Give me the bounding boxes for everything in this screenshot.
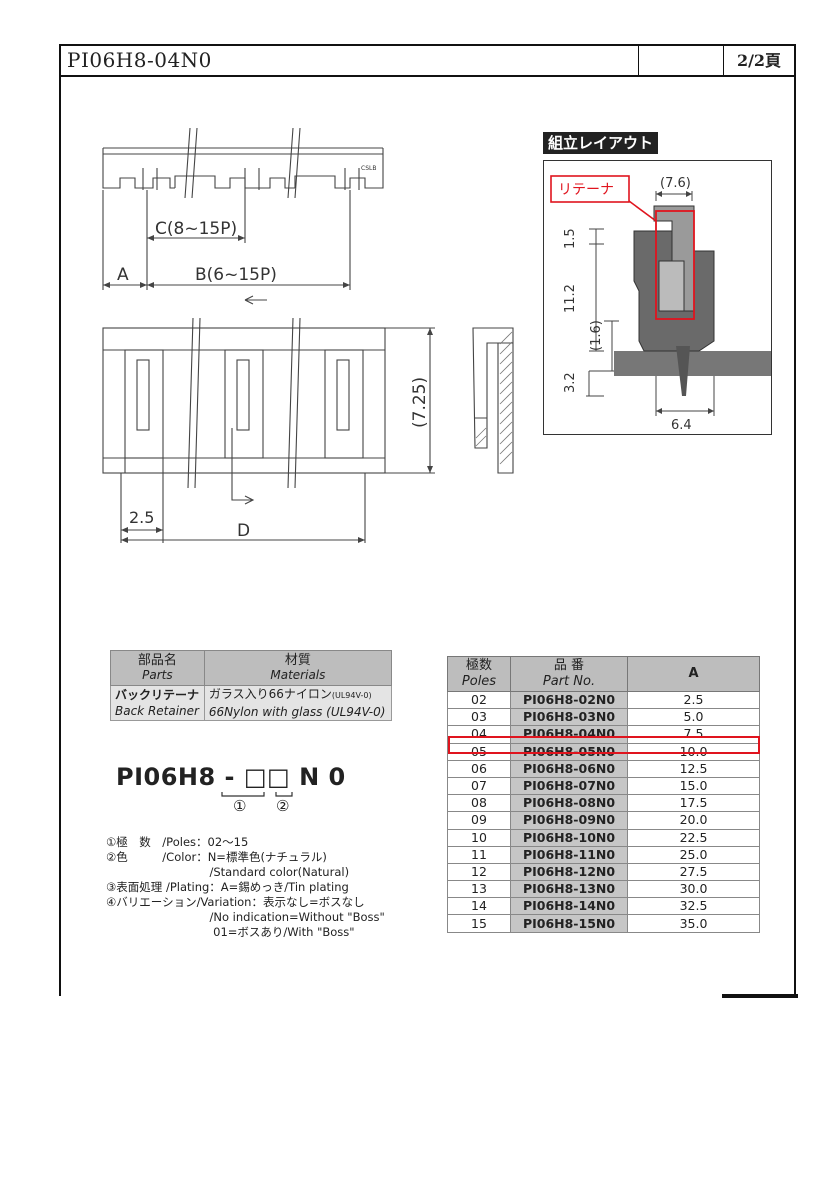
table-cell: PI06H8-15N0 bbox=[510, 914, 628, 933]
table-cell: 13 bbox=[447, 880, 511, 899]
dim-pitch-label: 2.5 bbox=[129, 508, 154, 527]
revision-cell bbox=[638, 46, 723, 75]
part-number-code: PI06H8 - □□ N 0 bbox=[116, 763, 346, 791]
marker-2: ② bbox=[276, 797, 290, 815]
note-line: /Standard color(Natural) bbox=[106, 865, 350, 879]
assembly-layout-box: リテーナ (7.6) 1.5 11.2 (1.6) 3.2 6.4 bbox=[543, 160, 772, 435]
table-cell: PI06H8-14N0 bbox=[510, 897, 628, 916]
note-line: 01=ボスあり/With "Boss" bbox=[106, 925, 355, 939]
assembly-title: 組立レイアウト bbox=[543, 132, 659, 154]
table-cell: 27.5 bbox=[627, 862, 760, 882]
dim-b-label: B(6~15P) bbox=[195, 265, 277, 285]
a-header: A bbox=[627, 656, 760, 692]
table-cell: 17.5 bbox=[627, 794, 760, 813]
dim-a-label: A bbox=[117, 265, 129, 285]
note-line: ①極 数 /Poles：02～15 bbox=[106, 835, 249, 849]
code-notes: ①極 数 /Poles：02～15 ②色 /Color：N=標準色(ナチュラル)… bbox=[106, 835, 385, 940]
dim-d-label: D bbox=[237, 521, 250, 541]
table-cell: 15.0 bbox=[627, 776, 760, 796]
table-cell: 06 bbox=[447, 759, 511, 778]
retainer-drawing: C(8~15P) A B(6~15P) (7.25) 2.5 D CSLB bbox=[102, 127, 514, 543]
table-cell: 5.0 bbox=[627, 708, 760, 727]
marker-1: ① bbox=[233, 797, 247, 815]
bottom-rule bbox=[722, 994, 798, 998]
table-cell: PI06H8-08N0 bbox=[510, 794, 628, 813]
asm-dim-top: (7.6) bbox=[660, 176, 691, 191]
table-cell: 03 bbox=[447, 708, 511, 727]
table-cell: PI06H8-05N0 bbox=[510, 742, 628, 761]
table-cell: 08 bbox=[447, 794, 511, 813]
table-cell: PI06H8-06N0 bbox=[510, 759, 628, 778]
document-title: PI06H8-04N0 bbox=[67, 48, 212, 72]
table-cell: PI06H8-13N0 bbox=[510, 880, 628, 899]
table-cell: PI06H8-03N0 bbox=[510, 708, 628, 727]
note-line: ④バリエーション/Variation：表示なし=ボスなし bbox=[106, 895, 365, 909]
asm-dim-v4: 3.2 bbox=[563, 372, 578, 393]
table-cell: PI06H8-11N0 bbox=[510, 845, 628, 864]
table-cell: 14 bbox=[447, 897, 511, 916]
table-cell: PI06H8-09N0 bbox=[510, 811, 628, 830]
table-cell: 12 bbox=[447, 862, 511, 882]
table-cell: 30.0 bbox=[627, 880, 760, 899]
table-cell: 09 bbox=[447, 811, 511, 830]
material-cell: ガラス入り66ナイロン(UL94V-0)66Nylon with glass (… bbox=[203, 685, 393, 721]
retainer-label: リテーナ bbox=[558, 182, 614, 198]
note-line: ③表面処理 /Plating：A=錫めっき/Tin plating bbox=[106, 880, 349, 894]
title-block: PI06H8-04N0 2/2頁 bbox=[59, 44, 796, 77]
table-cell: 05 bbox=[447, 742, 511, 761]
dim-height-label: (7.25) bbox=[410, 377, 430, 428]
code-markers: ① ② bbox=[116, 790, 316, 816]
table-cell: 10.0 bbox=[627, 742, 760, 761]
table-cell: 25.0 bbox=[627, 845, 760, 864]
note-line: /No indication=Without "Boss" bbox=[106, 910, 385, 924]
dim-c-label: C(8~15P) bbox=[155, 219, 237, 239]
page-number: 2/2頁 bbox=[723, 46, 794, 75]
table-cell: PI06H8-07N0 bbox=[510, 776, 628, 796]
selected-row-highlight bbox=[448, 736, 760, 754]
table-cell: 10 bbox=[447, 828, 511, 847]
table-cell: PI06H8-12N0 bbox=[510, 862, 628, 882]
table-cell: 07 bbox=[447, 776, 511, 796]
asm-dim-v1: 1.5 bbox=[563, 228, 578, 249]
assembly-drawing: リテーナ (7.6) 1.5 11.2 (1.6) 3.2 6.4 bbox=[550, 175, 771, 433]
asm-dim-v2: 11.2 bbox=[563, 284, 578, 313]
part-marking: CSLB bbox=[361, 165, 376, 172]
table-cell: 11 bbox=[447, 845, 511, 864]
table-cell: 35.0 bbox=[627, 914, 760, 933]
table-cell: 15 bbox=[447, 914, 511, 933]
asm-dim-v3: (1.6) bbox=[589, 320, 604, 351]
table-cell: 32.5 bbox=[627, 897, 760, 916]
asm-dim-bottom: 6.4 bbox=[671, 418, 692, 433]
table-cell: 7.5 bbox=[627, 725, 760, 744]
table-cell: PI06H8-10N0 bbox=[510, 828, 628, 847]
table-cell: 2.5 bbox=[627, 690, 760, 710]
note-line: ②色 /Color：N=標準色(ナチュラル) bbox=[106, 850, 327, 864]
table-cell: 12.5 bbox=[627, 759, 760, 778]
table-cell: 02 bbox=[447, 690, 511, 710]
table-cell: PI06H8-02N0 bbox=[510, 690, 628, 710]
table-cell: 20.0 bbox=[627, 811, 760, 830]
table-cell: 22.5 bbox=[627, 828, 760, 847]
